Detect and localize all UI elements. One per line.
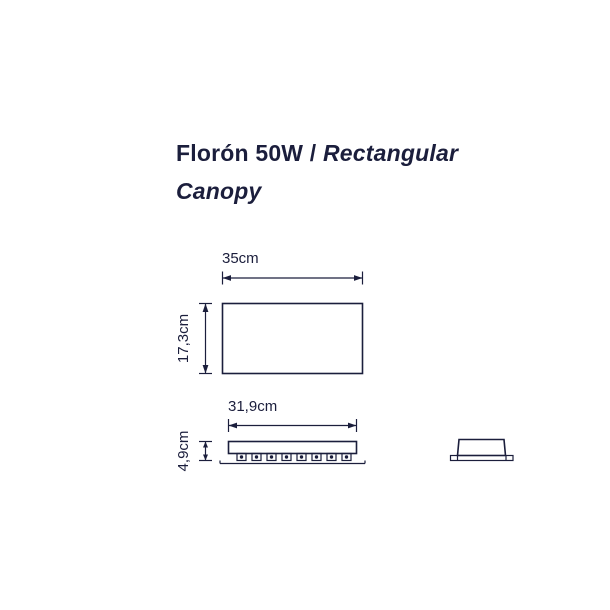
arrowhead-down <box>203 454 208 461</box>
top-width-label: 35cm <box>222 250 259 267</box>
terminal-block <box>281 452 292 462</box>
canopy-body-end <box>456 438 507 457</box>
terminal-screw <box>269 455 274 459</box>
terminal-screw <box>254 455 259 459</box>
arrowhead-right <box>354 275 363 281</box>
side-view-height-label: 4,9cm <box>175 431 192 472</box>
top-view-height-label: 17,3cm <box>175 314 192 363</box>
side-view-width-dimension: 31,9cm <box>227 398 358 432</box>
arrowhead-down <box>202 365 209 374</box>
top-width-dimension: 35cm <box>221 250 364 285</box>
top-view-height-dimension: 17,3cm <box>175 302 212 375</box>
arrowhead-left <box>228 422 237 429</box>
page-title: Florón 50W / Rectangular Canopy <box>176 134 476 210</box>
canopy-body-profile <box>227 440 358 455</box>
terminal-block <box>266 452 277 462</box>
arrowhead-up <box>203 441 208 448</box>
product-variant: Rectangular Canopy <box>176 140 459 204</box>
terminal-screw <box>239 455 244 459</box>
terminal-screw <box>329 455 334 459</box>
canopy-top-view <box>221 302 364 375</box>
terminal-block <box>311 452 322 462</box>
terminal-screw <box>314 455 319 459</box>
side-view-height-dimension: 4,9cm <box>175 431 212 472</box>
terminal-screw <box>284 455 289 459</box>
terminal-block <box>296 452 307 462</box>
terminal-screw <box>299 455 304 459</box>
terminal-block <box>326 452 337 462</box>
base-plate-end-view <box>449 454 514 462</box>
terminal-strip <box>236 452 352 462</box>
arrowhead-left <box>222 275 231 281</box>
terminal-screw <box>344 455 349 459</box>
arrowhead-right <box>348 422 357 429</box>
canopy-end-view <box>449 438 514 462</box>
canopy-side-view <box>219 440 366 465</box>
product-name: Florón 50W / <box>176 140 323 166</box>
terminal-block <box>251 452 262 462</box>
arrowhead-up <box>202 303 209 312</box>
terminal-block <box>236 452 247 462</box>
terminal-block <box>341 452 352 462</box>
side-view-width-label: 31,9cm <box>228 398 277 415</box>
